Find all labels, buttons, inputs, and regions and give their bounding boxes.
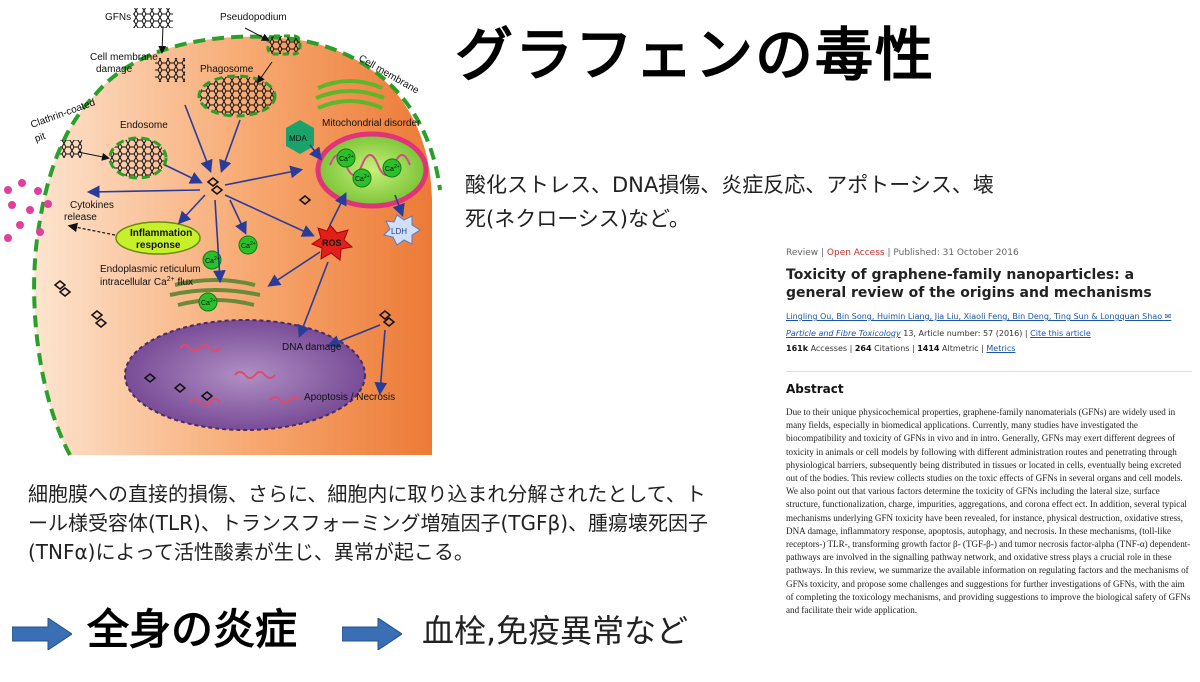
label-ca-5: Ca2+: [205, 256, 220, 265]
label-cell-membrane-damage-1: Cell membrane: [90, 52, 158, 63]
label-ca-6: Ca2+: [201, 298, 216, 307]
label-cytokines-2: release: [64, 212, 97, 223]
slide-title: グラフェンの毒性: [455, 21, 936, 89]
cytokine-dots: [4, 179, 52, 242]
conclusion-sub: 血栓,免疫異常など: [422, 612, 689, 650]
dna-strands: [179, 344, 301, 406]
arrow-right-icon: [342, 618, 402, 650]
ldh-badge: [383, 214, 421, 246]
abstract-heading: Abstract: [786, 371, 1192, 396]
label-ca-3: Ca2+: [385, 164, 400, 173]
ros-burst: [310, 224, 354, 261]
label-ca-1: Ca2+: [339, 154, 354, 163]
mail-icon: ✉: [1164, 312, 1172, 321]
paper-type: Review: [786, 248, 819, 258]
label-arrows: [77, 25, 273, 161]
open-access-badge: Open Access: [826, 248, 885, 258]
mda-badge: [286, 120, 314, 154]
label-er-1: Endoplasmic reticulum: [100, 264, 201, 275]
arrow-right-icon: [12, 618, 72, 650]
label-ca-2: Ca2+: [355, 174, 370, 183]
paper-published: Published: 31 October 2016: [893, 248, 1019, 258]
pseudopodium-gfn: [266, 34, 302, 56]
cell-membrane: [32, 34, 442, 456]
label-ca-4: Ca2+: [241, 241, 256, 250]
pathway-arrows: [86, 104, 405, 396]
label-apoptosis: Apoptosis / Necrosis: [304, 392, 395, 403]
label-endosome: Endosome: [120, 120, 168, 131]
inflammation-response-badge: [115, 221, 201, 255]
phagosome: [197, 74, 277, 118]
paper-journal: Particle and Fibre Toxicology 13, Articl…: [786, 329, 1091, 338]
gfn-flake-clathrin: [60, 140, 82, 158]
label-gfns: GFNs: [105, 12, 131, 23]
calcium-ions: [198, 148, 402, 312]
cytokine-release-arrow: [67, 222, 116, 236]
journal-link[interactable]: Particle and Fibre Toxicology: [786, 329, 901, 338]
gfn-fragments: [53, 177, 396, 401]
label-er-2: intracellular Ca2+ flux: [100, 276, 193, 288]
label-cell-membrane-damage-2: damage: [96, 64, 133, 75]
toxicity-effects-text: 酸化ストレス、DNA損傷、炎症反応、アポトーシス、壊死(ネクローシス)など。: [465, 173, 994, 231]
abstract-body: Due to their unique physicochemical prop…: [786, 407, 1191, 616]
metrics-link[interactable]: Metrics: [986, 344, 1016, 353]
label-phagosome: Phagosome: [200, 64, 254, 75]
label-ldh: LDH: [391, 227, 407, 236]
cite-link[interactable]: Cite this article: [1030, 329, 1091, 338]
label-inflammation-2: response: [136, 240, 181, 251]
cell-toxicity-diagram: GFNs Pseudopodium Cell membrane damage C…: [4, 8, 442, 456]
label-mitochondrial-disorder: Mitochondrial disorder: [322, 118, 421, 129]
conclusion-main: 全身の炎症: [87, 605, 298, 654]
mitochondrion: [315, 131, 429, 209]
label-pseudopodium: Pseudopodium: [220, 12, 287, 23]
gfn-flake: [133, 8, 173, 28]
label-ros: ROS: [322, 238, 342, 248]
label-mda: MDA: [289, 134, 307, 143]
mechanism-text: 細胞膜への直接的損傷、さらに、細胞内に取り込まれ分解されたとして、トール様受容体…: [28, 482, 709, 564]
endosome: [108, 136, 168, 180]
label-clathrin-2: pit: [33, 131, 47, 145]
paper-title: Toxicity of graphene-family nanoparticle…: [786, 267, 1152, 301]
golgi-apparatus: [315, 79, 385, 110]
paper-metrics: 161k Accesses | 264 Citations | 1414 Alt…: [786, 344, 1016, 353]
paper-authors[interactable]: Lingling Ou, Bin Song, Huimin Liang, Jia…: [786, 312, 1172, 321]
conclusion-row: 全身の炎症 血栓,免疫異常など: [12, 596, 772, 666]
label-inflammation-1: Inflammation: [130, 228, 192, 239]
gfn-flake-membrane: [155, 58, 185, 82]
label-dna-damage: DNA damage: [282, 342, 342, 353]
paper-excerpt: Review | Open Access | Published: 31 Oct…: [786, 248, 1192, 682]
paper-meta: Review | Open Access | Published: 31 Oct…: [786, 248, 1019, 258]
label-cytokines-1: Cytokines: [70, 200, 114, 211]
